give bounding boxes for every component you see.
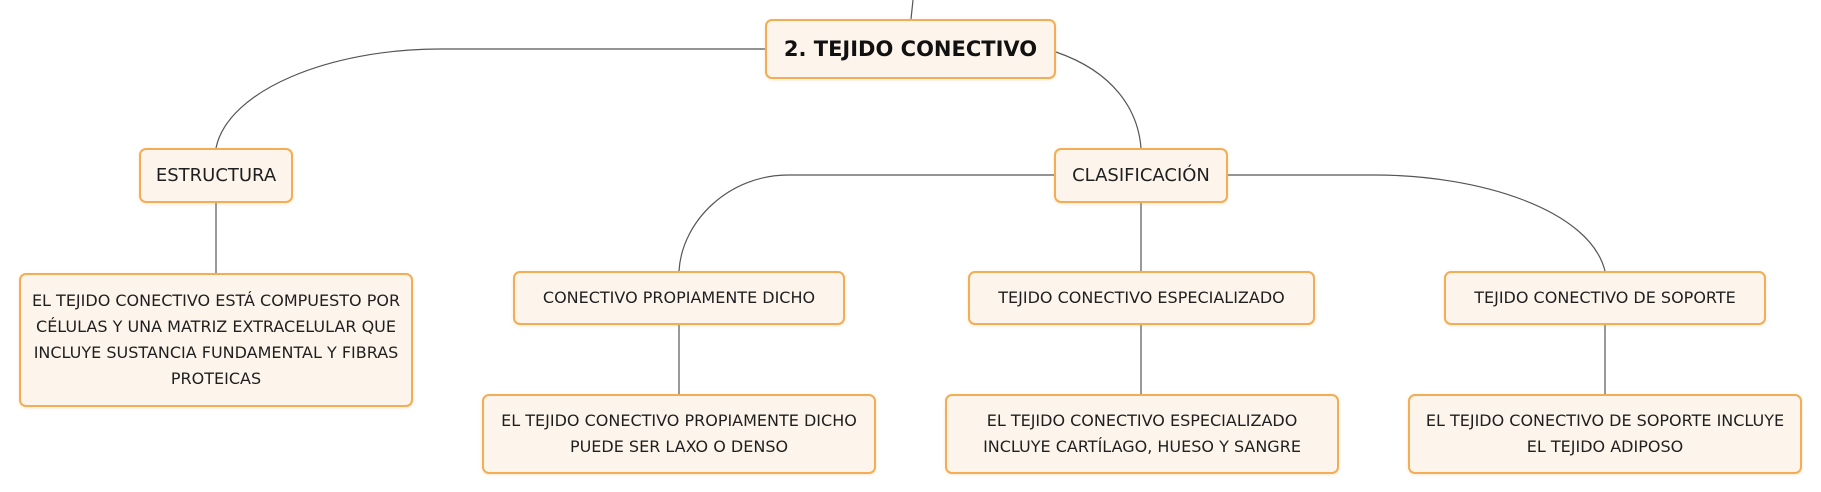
type-node-proper[interactable]: CONECTIVO PROPIAMENTE DICHO [513,271,845,325]
connector-root-to-structure [215,48,765,149]
root-node-label: 2. TEJIDO CONECTIVO [783,37,1038,61]
type-node-specialized-label: TEJIDO CONECTIVO ESPECIALIZADO [998,288,1285,307]
structure-node-label: ESTRUCTURA [155,164,277,186]
connector-root-to-classification [1055,51,1142,149]
structure-description-node[interactable]: EL TEJIDO CONECTIVO ESTÁ COMPUESTO POR C… [19,273,413,407]
structure-node[interactable]: ESTRUCTURA [139,148,293,203]
specialized-description-text: EL TEJIDO CONECTIVO ESPECIALIZADO INCLUY… [983,411,1301,456]
specialized-description-node[interactable]: EL TEJIDO CONECTIVO ESPECIALIZADO INCLUY… [945,394,1339,474]
type-node-specialized[interactable]: TEJIDO CONECTIVO ESPECIALIZADO [968,271,1315,325]
support-description-node[interactable]: EL TEJIDO CONECTIVO DE SOPORTE INCLUYE E… [1408,394,1802,474]
root-node[interactable]: 2. TEJIDO CONECTIVO [765,19,1056,79]
classification-node[interactable]: CLASIFICACIÓN [1054,148,1228,203]
type-node-support[interactable]: TEJIDO CONECTIVO DE SOPORTE [1444,271,1766,325]
classification-node-label: CLASIFICACIÓN [1072,164,1210,186]
proper-description-text: EL TEJIDO CONECTIVO PROPIAMENTE DICHO PU… [501,411,857,456]
connector-classification-to-support [1228,174,1606,272]
structure-description-text: EL TEJIDO CONECTIVO ESTÁ COMPUESTO POR C… [31,291,401,388]
type-node-proper-label: CONECTIVO PROPIAMENTE DICHO [542,288,816,307]
connector-incoming-root [910,0,914,20]
proper-description-node[interactable]: EL TEJIDO CONECTIVO PROPIAMENTE DICHO PU… [482,394,876,474]
type-node-support-label: TEJIDO CONECTIVO DE SOPORTE [1474,288,1736,307]
connector-classification-to-proper [678,174,1054,272]
support-description-text: EL TEJIDO CONECTIVO DE SOPORTE INCLUYE E… [1425,411,1785,456]
